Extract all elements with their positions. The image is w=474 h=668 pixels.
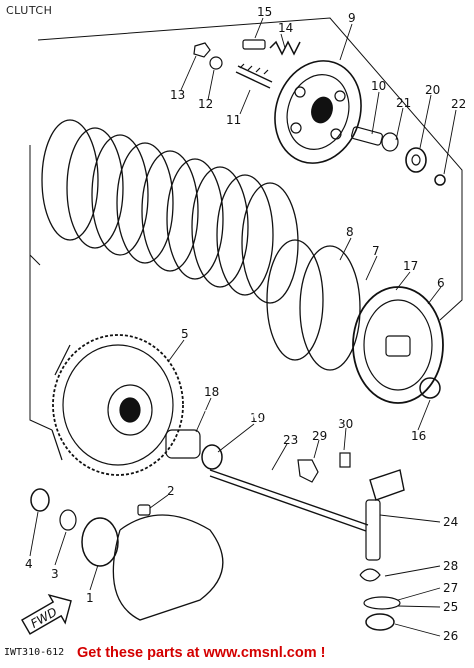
spring-bolt-set: [193, 39, 301, 89]
callout-12: 12: [198, 97, 213, 111]
primary-drive-gear: [30, 488, 224, 621]
fwd-arrow-badge: FWD: [21, 593, 72, 635]
page-title: CLUTCH: [6, 4, 53, 17]
callout-13: 13: [170, 88, 185, 102]
pressure-plate: [274, 60, 362, 164]
callout-2: 2: [167, 484, 175, 498]
spacer-bushing: [165, 429, 223, 470]
callout-24: 24: [443, 515, 458, 529]
callout-9: 9: [348, 11, 356, 25]
clutch-boss: [352, 286, 444, 404]
callout-29: 29: [312, 429, 327, 443]
assembly-outline: [29, 17, 463, 431]
callout-28: 28: [443, 559, 458, 573]
callout-leaders: [29, 17, 457, 637]
callout-19: 19: [250, 411, 265, 425]
callout-14: 14: [278, 21, 293, 35]
callout-26: 26: [443, 629, 458, 643]
callout-17: 17: [403, 259, 418, 273]
callout-18: 18: [204, 385, 219, 399]
callout-23: 23: [283, 433, 298, 447]
callout-30: 30: [338, 417, 353, 431]
push-rod-assembly: [351, 126, 446, 186]
push-rod: [209, 469, 369, 532]
callout-3: 3: [51, 567, 59, 581]
promo-link[interactable]: Get these parts at www.cmsnl.com !: [77, 645, 326, 661]
callout-27: 27: [443, 581, 458, 595]
callout-15: 15: [257, 5, 272, 19]
part-code-label: IWT310-612: [4, 647, 65, 658]
release-mechanism: [297, 452, 405, 631]
watermark-text: WWW.CMSNL.COM: [205, 407, 350, 424]
callout-20: 20: [425, 83, 440, 97]
callout-5: 5: [181, 327, 189, 341]
callout-numbers: 15 14 9 13 12 11 10 21 20 22 8 7 17 6 5 …: [25, 5, 466, 643]
callout-10: 10: [371, 79, 386, 93]
callout-1: 1: [86, 591, 94, 605]
callout-6: 6: [437, 276, 445, 290]
callout-16: 16: [411, 429, 426, 443]
callout-22: 22: [451, 97, 466, 111]
callout-21: 21: [396, 96, 411, 110]
callout-7: 7: [372, 244, 380, 258]
callout-11: 11: [226, 113, 241, 127]
fwd-label: FWD: [28, 605, 59, 631]
callout-25: 25: [443, 600, 458, 614]
friction-plate-stack: [41, 119, 361, 371]
clutch-housing: [51, 334, 184, 476]
callout-4: 4: [25, 557, 33, 571]
callout-8: 8: [346, 225, 354, 239]
